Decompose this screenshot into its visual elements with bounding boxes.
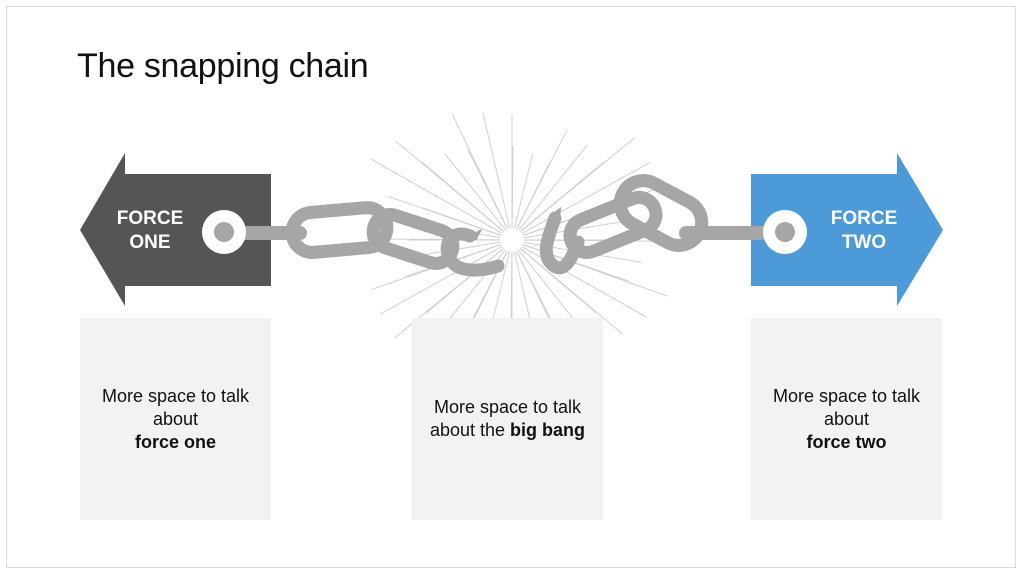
box-left-line2: about bbox=[152, 408, 199, 429]
burst-ray bbox=[426, 248, 504, 314]
burst-ray bbox=[518, 144, 588, 231]
burst-ray bbox=[513, 153, 534, 229]
burst-ray bbox=[370, 158, 503, 234]
box-center-line1: More space to talk bbox=[433, 397, 582, 417]
burst-ray bbox=[482, 112, 511, 229]
burst-ray bbox=[520, 162, 604, 232]
force-one-arrow bbox=[80, 153, 271, 306]
chain bbox=[217, 174, 797, 277]
burst-ray bbox=[520, 248, 624, 335]
box-right-line2: about bbox=[823, 408, 870, 429]
burst-ray bbox=[467, 148, 508, 230]
force-one-label: FORCE ONE bbox=[95, 207, 205, 255]
box-right-bold: force two bbox=[806, 431, 887, 452]
burst-ray bbox=[516, 250, 554, 326]
box-center-bold: big bang bbox=[510, 420, 586, 440]
force-one-label-line2: ONE bbox=[129, 232, 171, 253]
big-bang-text-box: More space to talk about the big bang bbox=[412, 318, 603, 520]
box-left-bold: force one bbox=[134, 431, 216, 452]
force-one-label-line1: FORCE bbox=[116, 208, 184, 229]
burst-ray bbox=[516, 162, 550, 230]
burst-ray bbox=[444, 153, 506, 231]
box-left-line1: More space to talk bbox=[101, 385, 250, 406]
force-one-text-box: More space to talk about force one bbox=[80, 318, 271, 520]
broken-link-left bbox=[440, 227, 505, 277]
box-center-line2-prefix: about the bbox=[429, 420, 506, 440]
force-two-label-line2: TWO bbox=[841, 232, 887, 253]
burst-ray bbox=[521, 161, 651, 234]
slide-title: The snapping chain bbox=[77, 47, 369, 85]
force-two-label-line1: FORCE bbox=[830, 208, 898, 229]
burst-ray bbox=[492, 251, 511, 321]
chain-link bbox=[285, 201, 394, 259]
force-two-text-box: More space to talk about force two bbox=[751, 318, 942, 520]
force-two-arrow bbox=[751, 153, 943, 306]
box-right-line1: More space to talk bbox=[772, 385, 921, 406]
broken-link-right bbox=[539, 211, 585, 275]
burst-ray bbox=[395, 140, 504, 232]
chain-link bbox=[563, 191, 663, 259]
burst-ray bbox=[379, 246, 503, 315]
force-two-label: FORCE TWO bbox=[809, 207, 919, 255]
burst-ray bbox=[518, 249, 576, 322]
